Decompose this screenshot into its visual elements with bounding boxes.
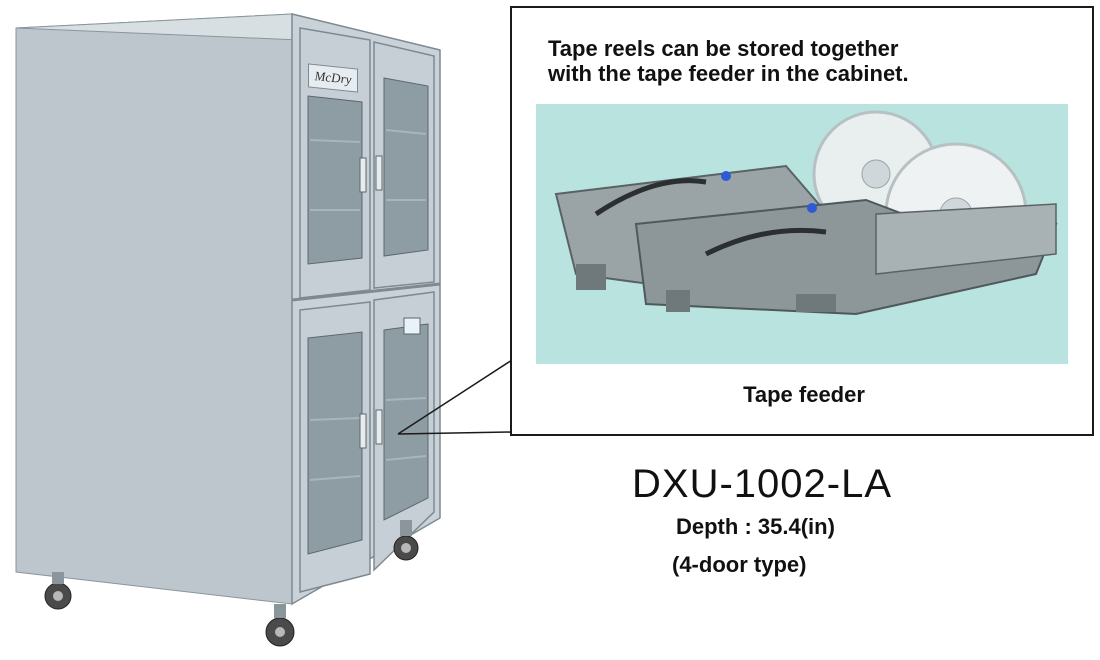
model-name: DXU-1002-LA	[632, 462, 893, 506]
lower-left-glass	[307, 331, 363, 555]
lower-right-glass	[383, 323, 429, 521]
door-type: (4-door type)	[672, 552, 807, 577]
cabinet-side-panel	[15, 13, 293, 605]
callout-pointer-lower	[397, 431, 513, 435]
brand-logo: McDry	[308, 63, 358, 93]
lower-right-handle[interactable]	[375, 409, 383, 445]
upper-right-handle[interactable]	[375, 155, 383, 191]
callout-box: Tape reels can be stored together with t…	[510, 6, 1094, 436]
lower-left-handle[interactable]	[359, 413, 367, 449]
tape-feeder-photo	[536, 104, 1068, 364]
upper-left-glass	[307, 95, 363, 265]
depth-spec: Depth : 35.4(in)	[676, 514, 835, 539]
upper-left-handle[interactable]	[359, 157, 367, 193]
hygrometer-display	[403, 317, 421, 335]
callout-headline: Tape reels can be stored together with t…	[548, 36, 909, 86]
upper-right-glass	[383, 77, 429, 257]
feeder-caption: Tape feeder	[743, 382, 865, 407]
caster-wheels	[44, 520, 419, 647]
callout-pointer-upper	[397, 359, 513, 435]
tape-feeder-illustration	[554, 110, 1058, 316]
